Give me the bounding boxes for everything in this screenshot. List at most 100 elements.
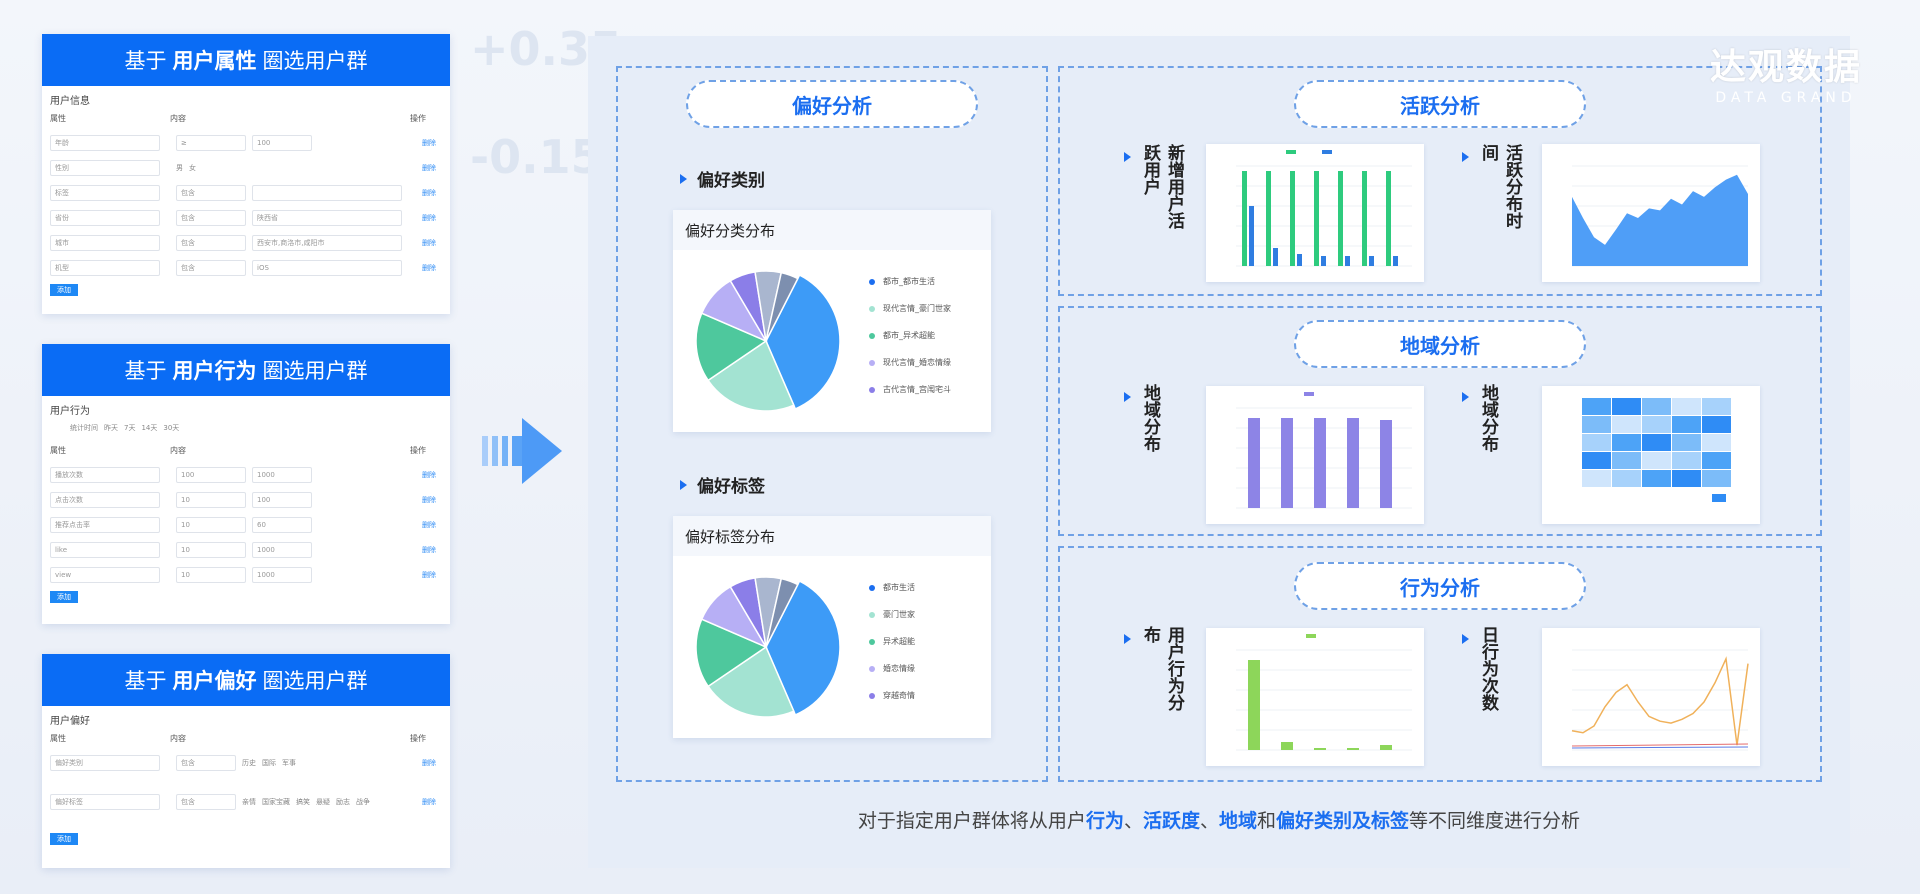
pie-legend: 都市生活 豪门世家 异术超能 婚恋情缘 穿越奇情 — [869, 574, 915, 709]
max-input[interactable]: 1000 — [252, 541, 312, 558]
time-option[interactable]: 30天 — [163, 424, 180, 432]
legend-label: 古代言情_宫闱宅斗 — [883, 385, 951, 394]
checkbox-option[interactable]: 女 — [189, 163, 196, 172]
filter-tag[interactable]: 亲情 — [242, 798, 256, 806]
op-select[interactable]: ≥ — [176, 134, 246, 151]
min-input[interactable]: 10 — [176, 541, 246, 558]
delete-link[interactable]: 删除 — [422, 263, 436, 272]
delete-link[interactable]: 删除 — [422, 238, 436, 247]
heat-cell — [1642, 416, 1671, 433]
max-input[interactable]: 1000 — [252, 566, 312, 583]
attr-select[interactable]: like — [50, 541, 160, 558]
max-input[interactable]: 60 — [252, 516, 312, 533]
logo-en: DATA GRAND — [1715, 90, 1857, 106]
filter-tag[interactable]: 历史 — [242, 758, 256, 767]
legend-item: 豪门世家 — [869, 601, 915, 628]
line-chart-svg — [1571, 649, 1749, 751]
value-input[interactable]: 陕西省 — [252, 209, 402, 226]
delete-link[interactable]: 删除 — [422, 495, 436, 504]
value-input[interactable] — [252, 184, 402, 201]
col-content: 内容 — [170, 114, 186, 123]
op-select[interactable]: 包含 — [176, 234, 246, 251]
delete-link[interactable]: 删除 — [422, 758, 436, 767]
attr-select[interactable]: 城市 — [50, 234, 160, 251]
time-option[interactable]: 14天 — [141, 424, 158, 432]
delete-link[interactable]: 删除 — [422, 570, 436, 579]
heat-cell — [1582, 452, 1611, 469]
add-button[interactable]: 添加 — [50, 833, 78, 845]
attr-select[interactable]: 偏好类别 — [50, 754, 160, 771]
value-input[interactable]: iOS — [252, 259, 402, 276]
attr-select[interactable]: 点击次数 — [50, 491, 160, 508]
time-option[interactable]: 7天 — [124, 424, 136, 432]
tag-list: 亲情 国家宝藏 搞笑 悬疑 励志 战争 — [242, 797, 382, 807]
attr-select[interactable]: 年龄 — [50, 134, 160, 151]
max-input[interactable]: 1000 — [252, 466, 312, 483]
filter-tag[interactable]: 搞笑 — [296, 798, 310, 806]
summary-highlight: 行为 — [1085, 810, 1124, 832]
filter-tag[interactable]: 军事 — [282, 758, 296, 767]
heat-cell — [1672, 434, 1701, 451]
legend-label: 都市_都市生活 — [883, 277, 935, 286]
pie-slice — [695, 618, 768, 688]
time-option[interactable]: 昨天 — [104, 424, 118, 432]
summary-highlight: 地域 — [1219, 810, 1258, 832]
delete-link[interactable]: 删除 — [422, 520, 436, 529]
heat-cell — [1612, 470, 1641, 487]
bar-chart-svg — [1236, 150, 1412, 267]
min-input[interactable]: 10 — [176, 516, 246, 533]
legend-item: 都市_异术超能 — [869, 322, 951, 349]
heat-legend — [1712, 494, 1726, 502]
delete-link[interactable]: 删除 — [422, 545, 436, 554]
attr-select[interactable]: 播放次数 — [50, 466, 160, 483]
delete-link[interactable]: 删除 — [422, 163, 436, 172]
filter-tag[interactable]: 悬疑 — [316, 798, 330, 806]
filter-tag[interactable]: 国际 — [262, 758, 276, 767]
table-row: 推荐点击率 10 60 删除 — [50, 512, 442, 537]
table-row: like 10 1000 删除 — [50, 537, 442, 562]
op-select[interactable]: 包含 — [176, 754, 236, 771]
op-select[interactable]: 包含 — [176, 209, 246, 226]
analysis-area: 偏好分析 偏好类别 偏好分类分布 都市_都市生活 现代言情_豪门世家 都市_异术… — [588, 36, 1850, 868]
category-chart-card: 偏好分类分布 都市_都市生活 现代言情_豪门世家 都市_异术超能 现代言情_婚恋… — [673, 210, 991, 432]
op-select[interactable]: 包含 — [176, 794, 236, 810]
attr-select[interactable]: 省份 — [50, 209, 160, 226]
op-select[interactable]: 包含 — [176, 259, 246, 276]
attr-select[interactable]: 机型 — [50, 259, 160, 276]
pie-slice — [707, 339, 795, 412]
attr-select[interactable]: 标签 — [50, 184, 160, 201]
add-button[interactable]: 添加 — [50, 591, 78, 603]
min-input[interactable]: 10 — [176, 491, 246, 508]
filter-tag[interactable]: 战争 — [356, 798, 370, 806]
delete-link[interactable]: 删除 — [422, 798, 436, 806]
min-input[interactable]: 100 — [176, 466, 246, 483]
filter-tag[interactable]: 国家宝藏 — [262, 798, 290, 806]
section-label: 偏好标签 — [697, 477, 765, 497]
attr-select[interactable]: 推荐点击率 — [50, 516, 160, 533]
legend-dot — [869, 638, 875, 645]
value-input[interactable]: 西安市,商洛市,咸阳市 — [252, 234, 402, 251]
delete-link[interactable]: 删除 — [422, 213, 436, 222]
table-row: 标签包含 删除 — [50, 180, 442, 205]
col-op: 操作 — [410, 114, 426, 123]
checkbox-option[interactable]: 男 — [176, 163, 183, 172]
value-input[interactable]: 100 — [252, 134, 312, 151]
min-input[interactable]: 10 — [176, 566, 246, 583]
op-select[interactable]: 包含 — [176, 184, 246, 201]
delete-link[interactable]: 删除 — [422, 470, 436, 479]
attr-select[interactable]: view — [50, 566, 160, 583]
delete-link[interactable]: 删除 — [422, 188, 436, 197]
heat-cell — [1702, 452, 1731, 469]
attr-select[interactable]: 偏好标签 — [50, 794, 160, 810]
legend-swatch — [1322, 150, 1332, 154]
triangle-icon — [680, 479, 687, 490]
filter-tag[interactable]: 励志 — [336, 798, 350, 806]
max-input[interactable]: 100 — [252, 491, 312, 508]
attr-select[interactable]: 性别 — [50, 159, 160, 176]
bar — [1338, 171, 1343, 266]
delete-link[interactable]: 删除 — [422, 138, 436, 147]
legend-item: 古代言情_宫闱宅斗 — [869, 376, 951, 403]
add-button[interactable]: 添加 — [50, 284, 78, 296]
logo-cn: 达观数据 — [1709, 47, 1862, 88]
